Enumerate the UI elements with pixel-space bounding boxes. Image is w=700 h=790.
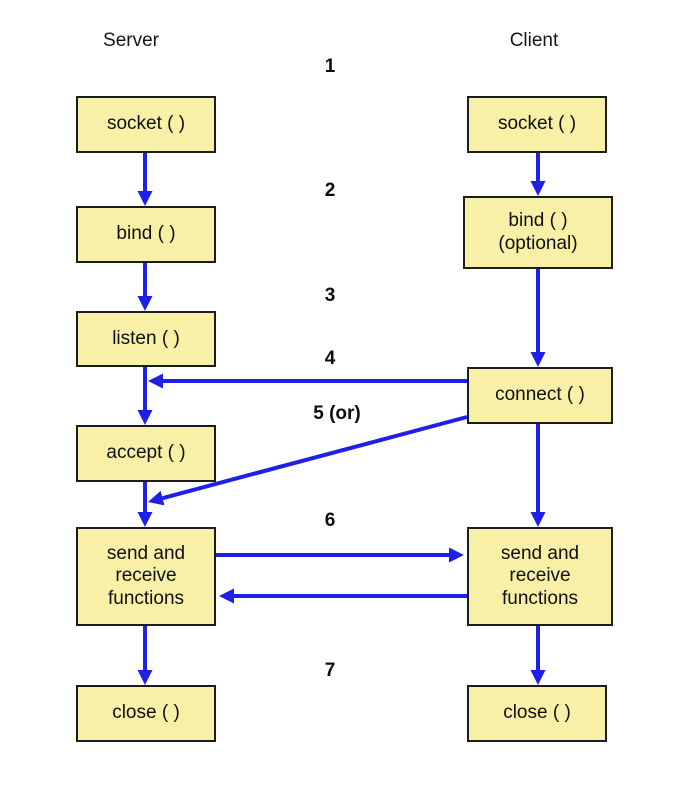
step-number-step-1: 1	[324, 56, 336, 77]
node-client-socket: socket ( )	[467, 96, 607, 153]
edge-server-send-to-client	[216, 547, 464, 563]
node-client-close: close ( )	[467, 685, 607, 742]
step-number-step-5: 5 (or)	[313, 403, 361, 424]
step-number-step-4: 4	[324, 348, 336, 369]
node-server-accept: accept ( )	[76, 425, 216, 482]
node-client-connect: connect ( )	[467, 367, 613, 424]
edge-server-listen-to-accept	[137, 367, 153, 425]
edge-server-socket-to-bind	[137, 153, 153, 206]
edge-client-send-to-server	[219, 588, 467, 604]
edge-client-connect-to-sendrecv	[530, 424, 546, 527]
step-number-step-7: 7	[324, 660, 336, 681]
node-server-socket: socket ( )	[76, 96, 216, 153]
node-server-bind: bind ( )	[76, 206, 216, 263]
edge-client-socket-to-bind	[530, 153, 546, 196]
edge-client-sendrecv-to-close	[530, 626, 546, 685]
edge-client-bind-to-connect	[530, 269, 546, 367]
column-header-client: Client	[509, 30, 559, 51]
node-server-sendrecv: send and receive functions	[76, 527, 216, 626]
node-server-listen: listen ( )	[76, 311, 216, 367]
edge-connect-to-listen	[148, 373, 467, 389]
node-client-bind: bind ( ) (optional)	[463, 196, 613, 269]
step-number-step-3: 3	[324, 285, 336, 306]
edge-server-sendrecv-to-close	[137, 626, 153, 685]
node-client-sendrecv: send and receive functions	[467, 527, 613, 626]
edge-server-bind-to-listen	[137, 263, 153, 311]
step-number-step-2: 2	[324, 180, 336, 201]
step-number-step-6: 6	[324, 510, 336, 531]
column-header-server: Server	[103, 30, 159, 51]
node-server-close: close ( )	[76, 685, 216, 742]
edge-server-accept-to-sendrecv	[137, 482, 153, 527]
